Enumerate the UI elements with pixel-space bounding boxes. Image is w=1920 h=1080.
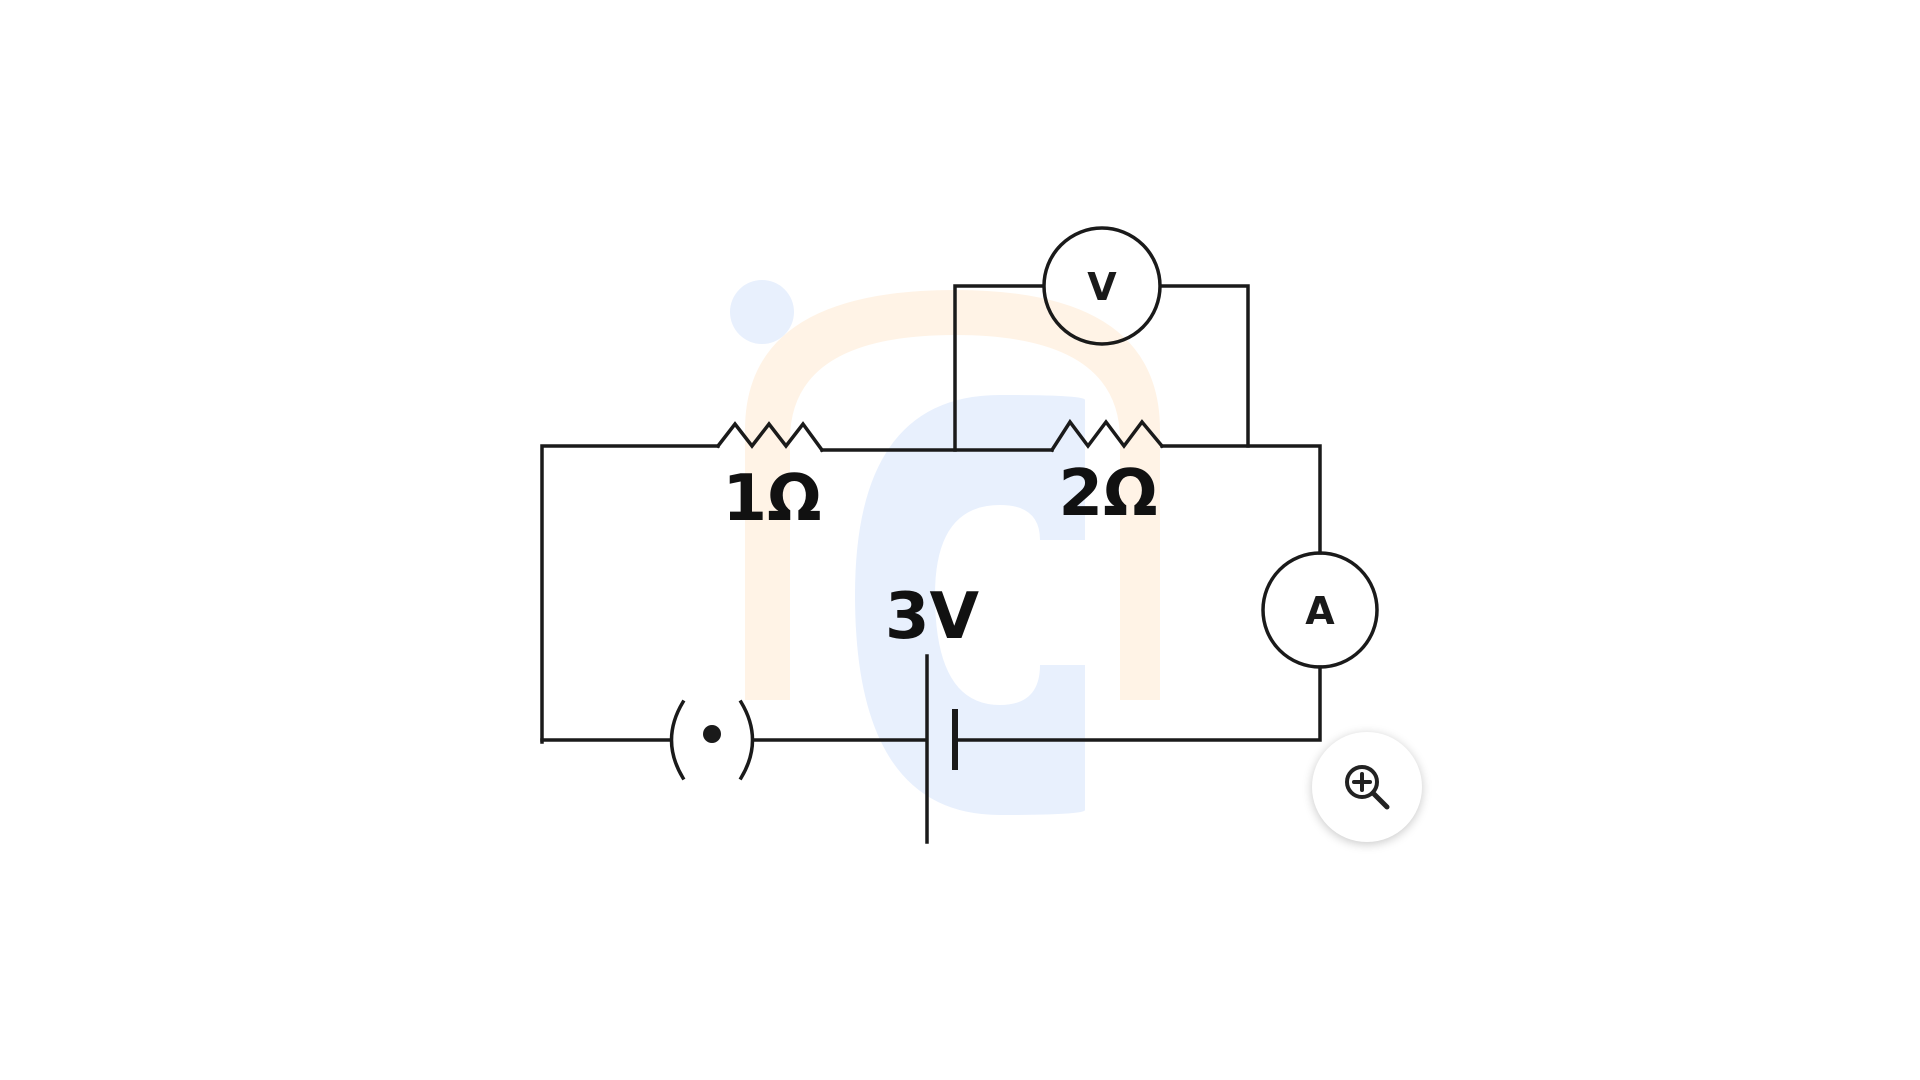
battery-label: 3V	[885, 580, 980, 654]
resistor-2	[1049, 418, 1165, 453]
ammeter	[1261, 551, 1379, 669]
resistor-2-label: 2Ω	[1059, 457, 1158, 531]
wire-voltmeter-branch	[953, 284, 1250, 452]
battery-cell	[925, 654, 958, 844]
wire-right-bottom	[955, 665, 1322, 742]
logo-watermark	[730, 280, 1160, 815]
key-switch-icon	[669, 699, 755, 781]
wire-right-top	[1160, 444, 1322, 555]
zoom-in-icon	[1345, 765, 1390, 810]
resistor-1	[715, 421, 825, 453]
resistor-1-label: 1Ω	[723, 462, 822, 536]
voltmeter	[1042, 226, 1162, 346]
voltmeter-letter: V	[1087, 265, 1117, 309]
zoom-button[interactable]	[1312, 732, 1422, 842]
ammeter-letter: A	[1305, 589, 1335, 633]
wire-left-top	[540, 444, 720, 744]
